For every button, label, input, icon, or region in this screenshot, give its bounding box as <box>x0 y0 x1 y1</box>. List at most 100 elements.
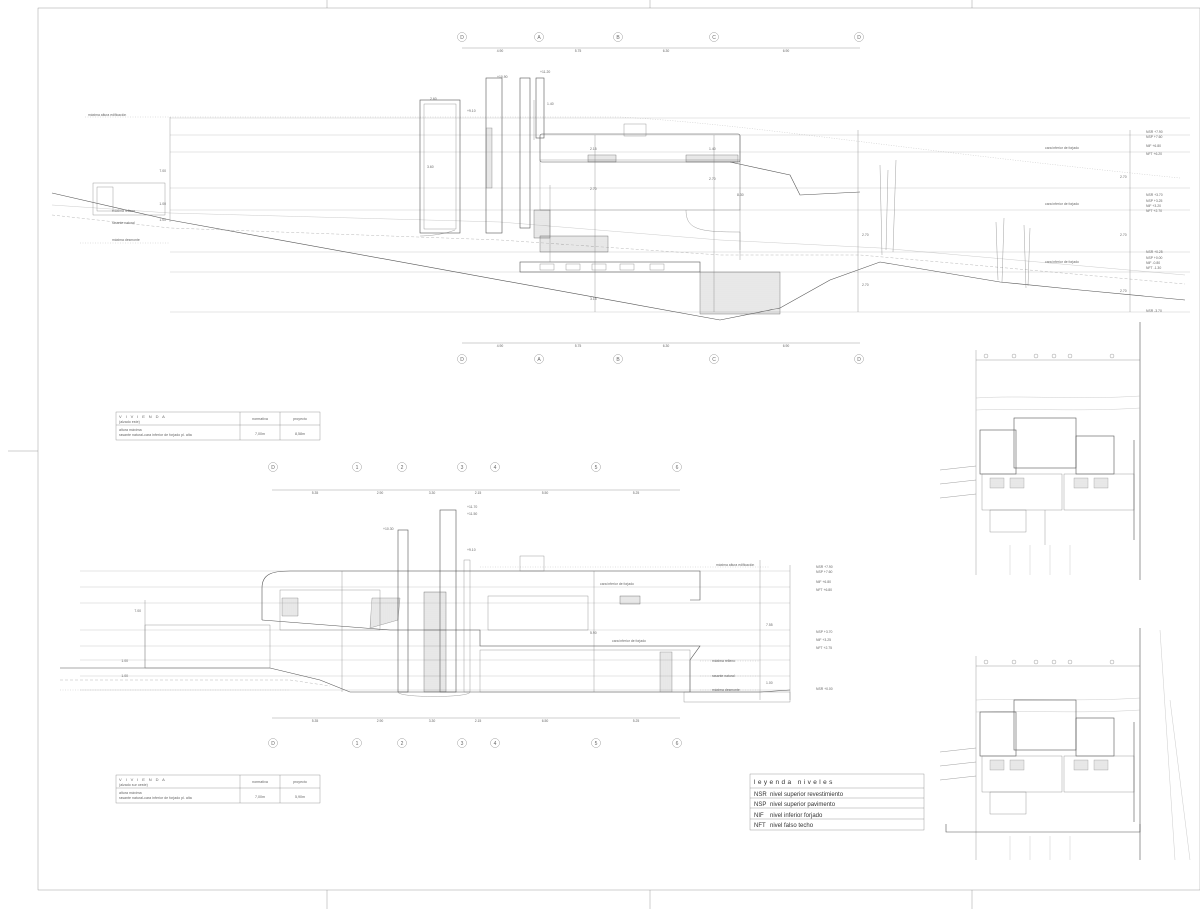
svg-text:2.90: 2.90 <box>377 491 384 495</box>
svg-text:2.70: 2.70 <box>862 283 869 287</box>
axis-bubble: A <box>534 354 544 364</box>
svg-text:proyecto: proyecto <box>293 417 307 421</box>
axis-bubble: C <box>709 32 719 42</box>
svg-text:C: C <box>712 35 716 41</box>
svg-text:5.35: 5.35 <box>312 491 319 495</box>
svg-text:V I V I E N D A: V I V I E N D A <box>119 414 166 419</box>
axis-bubble: 5 <box>591 462 601 472</box>
dim-label: 5.75 <box>575 49 582 53</box>
svg-text:5,90m: 5,90m <box>295 795 305 799</box>
svg-text:B: B <box>616 357 620 363</box>
svg-text:NSR +0.25: NSR +0.25 <box>1146 250 1163 254</box>
height-table-east: V I V I E N D A (alzado este) normativa … <box>115 411 321 441</box>
label-natural: rasante natural <box>112 221 135 225</box>
axis-bubble: B <box>613 354 623 364</box>
axis-row-bottom-2: D 1 2 3 4 5 6 5.35 2.90 3.30 2.15 6.50 5… <box>268 717 682 748</box>
svg-text:2.60: 2.60 <box>430 97 437 101</box>
svg-text:7.00: 7.00 <box>134 609 141 613</box>
axis-bubble: A <box>534 32 544 42</box>
axis-bubble: D <box>268 462 278 472</box>
svg-text:NIF +6.80: NIF +6.80 <box>816 580 831 584</box>
svg-text:A: A <box>537 35 541 41</box>
svg-text:2.15: 2.15 <box>475 719 482 723</box>
svg-text:D: D <box>271 465 275 471</box>
svg-text:+10.90: +10.90 <box>497 75 508 79</box>
legend-text: nivel superior pavimento <box>770 802 836 808</box>
key-plan-lower <box>939 628 1191 861</box>
svg-text:3.30: 3.30 <box>429 719 436 723</box>
dim-label: 6.90 <box>783 49 790 53</box>
svg-text:NSR +3.70: NSR +3.70 <box>1146 193 1163 197</box>
svg-text:+11.70: +11.70 <box>467 505 477 509</box>
svg-text:2.70: 2.70 <box>862 233 869 237</box>
legend-text: nivel superior revestimiento <box>770 792 844 798</box>
axis-row-top-1: D A B C D 4.90 5.75 6.30 6.90 <box>457 32 864 53</box>
svg-text:NFT +6.20: NFT +6.20 <box>1146 152 1162 156</box>
axis-bubble: D <box>268 738 278 748</box>
svg-text:2: 2 <box>401 741 404 747</box>
axis-bubble: 5 <box>591 738 601 748</box>
svg-text:C: C <box>712 357 716 363</box>
svg-text:7.55: 7.55 <box>766 623 773 627</box>
level-tags-southwest: 7.55 1.00 NSR +7.90 NSP +7.60 NIF +6.80 … <box>683 560 833 703</box>
svg-text:normativa: normativa <box>252 780 268 784</box>
levels-legend: leyenda niveles NSR nivel superior reves… <box>749 773 925 831</box>
axis-bubble: 3 <box>457 738 467 748</box>
height-table-southwest: V I V I E N D A (alzado sur oeste) norma… <box>115 774 321 804</box>
overall-height: 5.90 <box>590 631 597 635</box>
label-max-cut: máxima desmonte <box>112 238 140 242</box>
main-building-east: +11.20 +10.90 +9.10 1.40 2.60 3.60 2.15 … <box>419 70 861 315</box>
svg-text:7,00m: 7,00m <box>255 795 265 799</box>
axis-bubble: 3 <box>457 462 467 472</box>
svg-text:cara inferior de forjado: cara inferior de forjado <box>600 582 634 586</box>
svg-text:+9.10: +9.10 <box>467 548 476 552</box>
svg-text:NSR -3.70: NSR -3.70 <box>1146 309 1162 313</box>
svg-text:D: D <box>460 35 464 41</box>
svg-text:normativa: normativa <box>252 417 268 421</box>
legend-code: NSR <box>754 792 767 798</box>
axis-bubble: 6 <box>672 738 682 748</box>
svg-text:3.60: 3.60 <box>427 165 434 169</box>
svg-text:2.15: 2.15 <box>590 147 597 151</box>
legend-code: NIF <box>754 813 764 819</box>
svg-text:+9.10: +9.10 <box>467 109 476 113</box>
svg-text:7,00m: 7,00m <box>255 432 265 436</box>
svg-text:NIF +3.20: NIF +3.20 <box>1146 204 1161 208</box>
svg-text:3.15: 3.15 <box>590 297 597 301</box>
svg-text:5.50: 5.50 <box>542 491 549 495</box>
svg-text:2.70: 2.70 <box>1120 175 1127 179</box>
axis-bubble: D <box>457 354 467 364</box>
svg-text:NSR +7.90: NSR +7.90 <box>816 565 833 569</box>
axis-bubble: D <box>854 32 864 42</box>
svg-text:NSP +3.70: NSP +3.70 <box>816 630 833 634</box>
svg-text:8,58m: 8,58m <box>295 432 305 436</box>
svg-text:rasante natural-cara inferior: rasante natural-cara inferior de forjado… <box>119 796 192 800</box>
svg-text:NIF +3.25: NIF +3.25 <box>816 638 831 642</box>
svg-text:NFT -1.30: NFT -1.30 <box>1146 266 1161 270</box>
svg-text:+10.30: +10.30 <box>383 527 394 531</box>
svg-text:1.00: 1.00 <box>766 681 773 685</box>
level-tags-east: cara inferior de forjado cara inferior d… <box>857 130 1163 313</box>
legend-code: NFT <box>754 823 766 829</box>
svg-text:3: 3 <box>461 465 464 471</box>
svg-text:5.25: 5.25 <box>633 719 640 723</box>
axis-bubble: 4 <box>490 462 500 472</box>
svg-text:V I V I E N D A: V I V I E N D A <box>119 777 166 782</box>
overall-height: 8.30 <box>737 193 744 197</box>
svg-text:+11.20: +11.20 <box>540 70 550 74</box>
svg-text:1: 1 <box>356 741 359 747</box>
slab-label: cara inferior de forjado <box>1045 146 1079 150</box>
axis-bubble: D <box>854 354 864 364</box>
axis-bubble: 1 <box>352 738 362 748</box>
svg-text:+11.50: +11.50 <box>467 512 477 516</box>
svg-text:6.90: 6.90 <box>783 344 790 348</box>
svg-text:2.70: 2.70 <box>709 177 716 181</box>
svg-text:rasante natural: rasante natural <box>712 674 735 678</box>
svg-text:NSP +3.25: NSP +3.25 <box>1146 199 1163 203</box>
svg-text:2.90: 2.90 <box>377 719 384 723</box>
legend-code: NSP <box>754 802 766 808</box>
svg-text:(alzado sur oeste): (alzado sur oeste) <box>119 783 148 787</box>
axis-bubble: 6 <box>672 462 682 472</box>
main-building-southwest: 7.00 1.00 1.00 +11.70 +11.50 +10.30 +9 <box>121 505 701 697</box>
svg-text:6: 6 <box>676 741 679 747</box>
